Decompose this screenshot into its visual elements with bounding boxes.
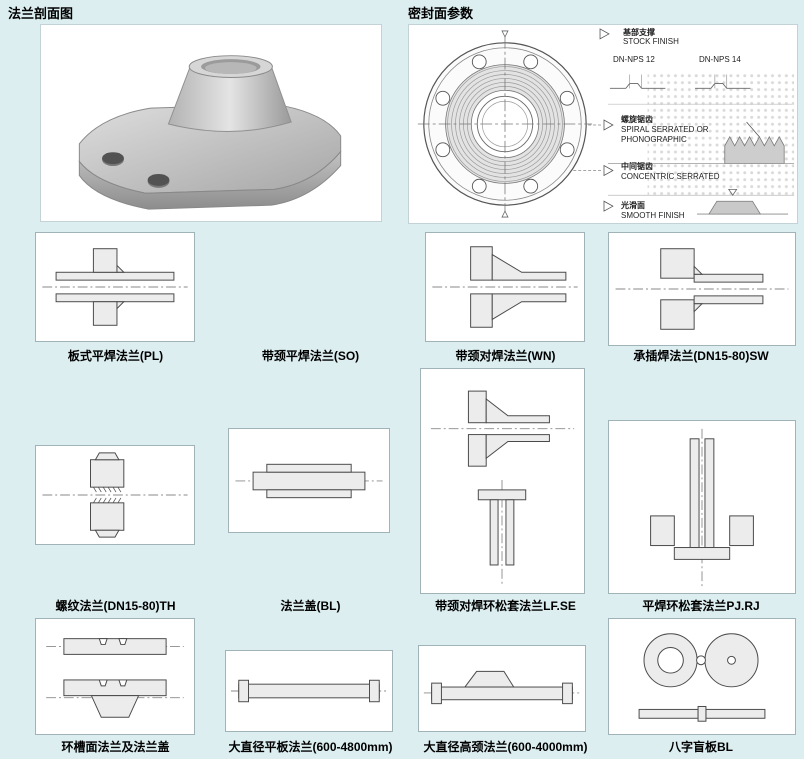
flange-cell-bl — [228, 428, 390, 533]
flange-caption: 环槽面法兰及法兰盖 — [61, 740, 170, 754]
spectacle-blind-drawing — [638, 633, 766, 722]
large-flat-flange-drawing — [230, 679, 388, 703]
flange-cell-lfse — [420, 368, 585, 594]
flange-cell-large-neck — [418, 645, 586, 732]
flange-caption: 平焊环松套法兰PJ.RJ — [642, 599, 760, 613]
large-neck-flange-drawing — [423, 670, 581, 705]
flange-caption: 带颈平焊法兰(SO) — [261, 349, 360, 363]
section-title-seal-params: 密封面参数 — [408, 6, 474, 21]
stock-finish-label-en: STOCK FINISH — [623, 37, 679, 46]
smooth-finish-label-en: SMOOTH FINISH — [621, 211, 685, 220]
flange-caption: 螺纹法兰(DN15-80)TH — [55, 599, 176, 613]
flange-cell-pl — [35, 232, 195, 342]
th-cross-section-drawing — [42, 452, 188, 538]
flange-cell-large-flat — [225, 650, 393, 732]
flange-cell-wn — [425, 232, 585, 342]
pl-cross-section-drawing — [42, 248, 188, 326]
concentric-serrated-label-cn: 中间锯齿 — [621, 162, 653, 171]
lfse-cross-section-drawing — [430, 390, 575, 585]
section-title-flange-sections: 法兰剖面图 — [8, 6, 74, 21]
dn-nps-14-label: DN-NPS 14 — [699, 55, 741, 64]
flange-cell-ring-groove — [35, 618, 195, 735]
flange-cell-spectacle-blind — [608, 618, 796, 735]
spiral-serrated-label-en2: PHONOGRAPHIC — [621, 135, 687, 144]
flange-3d-photo — [40, 24, 382, 222]
sw-cross-section-drawing — [615, 248, 789, 330]
flange-caption: 大直径高颈法兰(600-4000mm) — [423, 740, 588, 754]
spiral-serrated-label-en1: SPIRAL SERRATED OR — [621, 125, 709, 134]
ring-groove-drawing — [46, 638, 184, 718]
flange-caption: 大直径平板法兰(600-4800mm) — [228, 740, 393, 754]
dn-nps-12-label: DN-NPS 12 — [613, 55, 655, 64]
flange-caption: 板式平焊法兰(PL) — [67, 349, 164, 363]
smooth-finish-label-cn: 光滑面 — [621, 201, 645, 210]
flange-caption: 承插焊法兰(DN15-80)SW — [633, 349, 769, 363]
flange-cell-pjrj — [608, 420, 796, 594]
flange-cell-th — [35, 445, 195, 545]
pjrj-cross-section-drawing — [650, 428, 754, 588]
flange-caption: 带颈对焊环松套法兰LF.SE — [435, 599, 576, 613]
flange-caption: 带颈对焊法兰(WN) — [455, 349, 556, 363]
flange-3d-render — [41, 25, 381, 221]
wn-cross-section-drawing — [432, 246, 578, 328]
spiral-serrated-label-cn: 螺旋锯齿 — [621, 115, 653, 124]
stock-finish-label-cn: 基部支撑 — [623, 28, 655, 37]
flange-caption: 法兰盖(BL) — [280, 599, 341, 613]
flange-cell-sw — [608, 232, 796, 346]
seal-face-drawing — [409, 25, 797, 223]
seal-face-diagram: 基部支撑 STOCK FINISH DN-NPS 12 DN-NPS 14 螺旋… — [408, 24, 798, 224]
bl-cross-section-drawing — [235, 463, 383, 499]
flange-caption: 八字盲板BL — [669, 740, 733, 754]
concentric-serrated-label-en: CONCENTRIC SERRATED — [621, 172, 720, 181]
